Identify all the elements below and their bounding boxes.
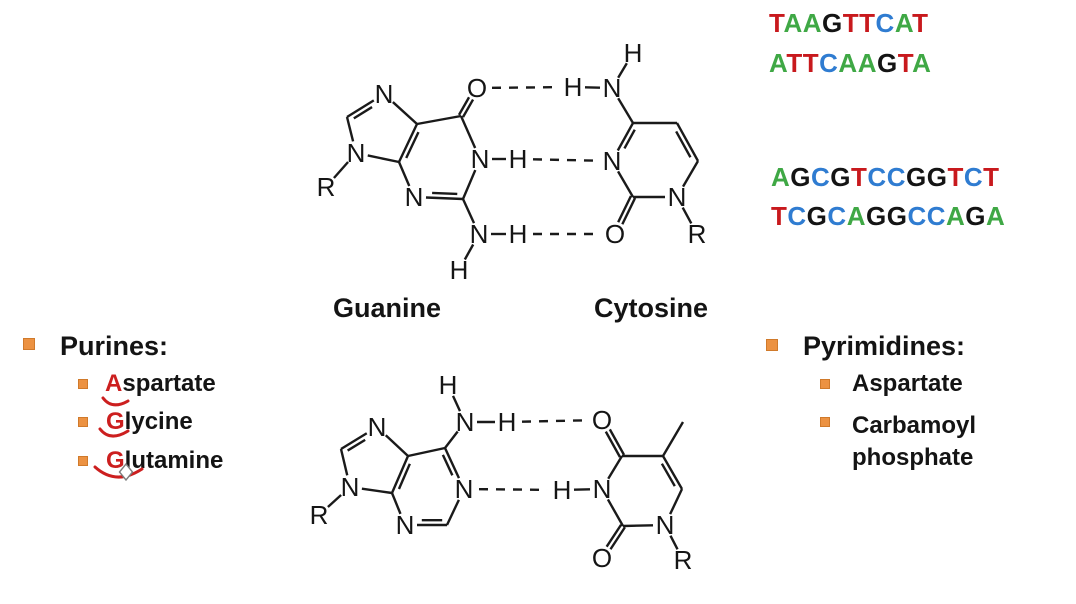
bullet-icon — [78, 379, 88, 389]
atom-label: H — [498, 407, 517, 437]
annotation-underline-aspartate — [101, 396, 130, 407]
atom-label: H — [439, 370, 458, 400]
atom-label: N — [347, 138, 366, 168]
atom-label: N — [603, 73, 622, 103]
atom-label: R — [688, 219, 707, 249]
item-text: lutamine — [124, 447, 224, 474]
bullet-icon — [23, 338, 35, 350]
purine-item-glutamine: Glutamine — [106, 449, 223, 473]
atom-label: O — [592, 405, 612, 435]
dna-sequence-row-3: AGCGTCCGGTCT — [771, 162, 1000, 192]
atom-label: H — [509, 144, 528, 174]
atom-label: N — [471, 144, 490, 174]
atom-label: H — [564, 72, 583, 102]
atom-label: N — [593, 474, 612, 504]
atom-label: R — [310, 500, 329, 530]
atom-label: N — [470, 219, 489, 249]
item-text: lycine — [124, 408, 193, 435]
atom-label: N — [668, 182, 687, 212]
dna-sequence-row-1: TAAGTTCAT — [769, 8, 929, 38]
atom-label: H — [553, 475, 572, 505]
pyrimidine-item-aspartate: Aspartate — [852, 370, 963, 397]
atom-label: N — [396, 510, 415, 540]
dna-sequence-row-4: TCGCAGGCCAGA — [771, 201, 1006, 231]
atom-label: O — [467, 73, 487, 103]
atom-label: N — [368, 412, 387, 442]
atom-label: R — [317, 172, 336, 202]
atom-label: N — [405, 182, 424, 212]
atom-label: H — [509, 219, 528, 249]
dna-sequence-row-2: ATTCAAGTA — [769, 48, 932, 78]
atom-label: N — [603, 146, 622, 176]
atom-label: O — [592, 543, 612, 573]
pyrimidine-item-carbamoyl-phosphate: Carbamoyl phosphate — [852, 410, 976, 474]
atom-label: N — [375, 79, 394, 109]
cytosine-label: Cytosine — [594, 293, 709, 323]
atom-label: N — [455, 474, 474, 504]
item-text-line-1: Carbamoyl — [852, 412, 977, 439]
item-text: spartate — [122, 370, 216, 397]
atom-label: N — [341, 472, 360, 502]
highlight-letter: A — [105, 370, 123, 397]
item-text-line-2: phosphate — [852, 444, 974, 471]
bullet-icon — [820, 417, 830, 427]
purine-item-glycine: Glycine — [106, 410, 193, 434]
purines-title: Purines: — [60, 331, 169, 361]
atom-label: R — [674, 545, 693, 575]
guanine-label: Guanine — [333, 293, 442, 323]
atom-label: N — [456, 407, 475, 437]
atom-label: N — [656, 510, 675, 540]
highlight-letter: G — [106, 408, 125, 435]
atom-label: H — [450, 255, 469, 285]
purine-item-aspartate: Aspartate — [105, 372, 216, 396]
bullet-icon — [78, 456, 88, 466]
atom-label: H — [624, 38, 643, 68]
atom-label: O — [605, 219, 625, 249]
pyrimidines-title: Pyrimidines: — [803, 331, 966, 361]
bullet-icon — [820, 379, 830, 389]
bullet-icon — [78, 417, 88, 427]
bullet-icon — [766, 339, 778, 351]
highlight-letter: G — [106, 447, 125, 474]
